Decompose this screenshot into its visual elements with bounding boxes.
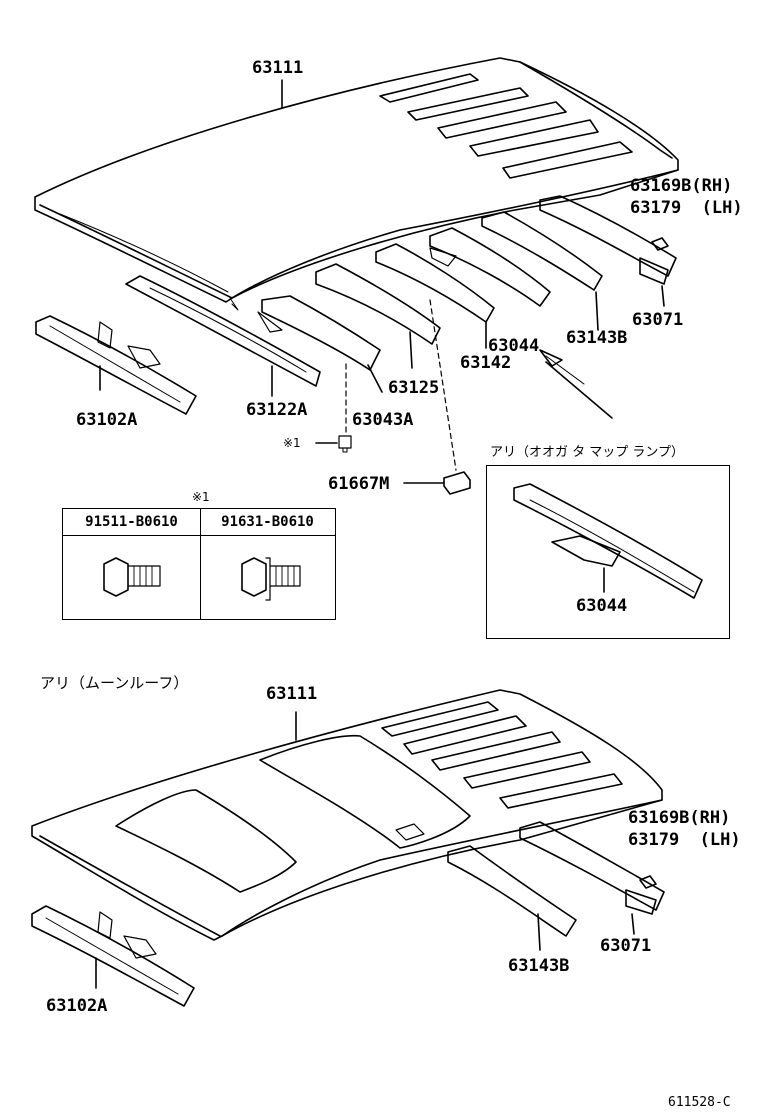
label-63071-moonroof: 63071 [600,936,652,956]
bolt-icon-91511 [103,557,161,597]
label-63071-top: 63071 [632,310,684,330]
bow-63142 [375,243,495,349]
bolt-table-note: ※1 [192,490,210,504]
bow-63143b [481,211,603,331]
label-marker-1: ※1 [283,436,301,450]
label-63125-top: 63125 [388,378,440,398]
bolt-table-col2-header: 91631-B0610 [200,509,335,536]
diagram-code: 611528-C [668,1095,731,1110]
label-63122a-top: 63122A [246,400,308,420]
label-61667m: 61667M [328,474,390,494]
clip-61667m [403,471,471,495]
arrow-to-inset [539,349,613,419]
label-63111-top: 63111 [252,58,304,78]
moonroof-bow-63143b [447,845,577,951]
moonroof-title: アリ（ムーンルーフ） [40,674,189,692]
moonroof-rail-63071 [519,821,665,935]
bolt-icon-91631 [241,557,301,601]
label-63044-inset: 63044 [576,596,628,616]
roof-panel-moonroof [31,689,663,941]
front-header-63102a [35,315,197,415]
bolt-table: 91511-B0610 91631-B0610 [62,508,336,620]
label-63142-top: 63142 [460,353,512,373]
inset-title: アリ（オオガ タ マップ ランプ） [490,445,685,460]
bolt-table-col1-header: 91511-B0610 [63,509,201,536]
label-63169b-rh-top: 63169B(RH) [630,176,733,196]
bow-63122a [125,275,321,397]
label-63043a-top: 63043A [352,410,414,430]
inset-bow-63044 [513,483,703,599]
label-63179-lh-moonroof: 63179 (LH) [628,830,741,850]
bow-63043a [257,295,383,393]
label-63179-lh-top: 63179 (LH) [630,198,743,218]
map-lamp-inset [486,465,730,639]
label-63111-moonroof: 63111 [266,684,318,704]
rail-63071 [539,195,677,307]
roof-panel-top [34,57,679,311]
label-63143b-moonroof: 63143B [508,956,570,976]
bow-63044 [429,227,551,307]
moonroof-front-header-63102a [31,905,195,1007]
bolt-table-divider [200,509,201,619]
label-63102a-moonroof: 63102A [46,996,108,1016]
label-63044-top: 63044 [488,336,540,356]
label-63169b-rh-moonroof: 63169B(RH) [628,808,731,828]
label-63102a-top: 63102A [76,410,138,430]
bolt-marker-1 [315,435,352,453]
label-63143b-top: 63143B [566,328,628,348]
